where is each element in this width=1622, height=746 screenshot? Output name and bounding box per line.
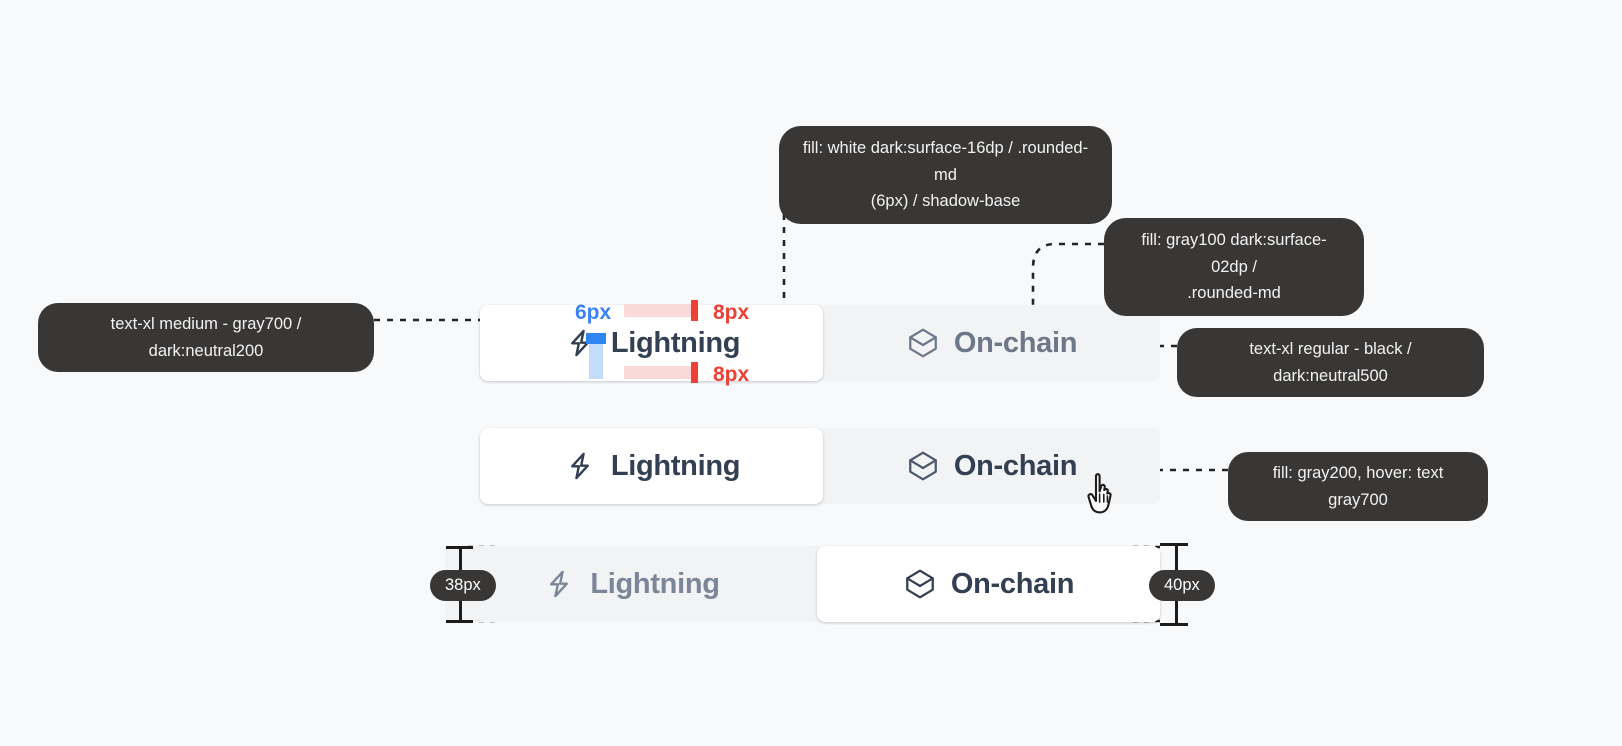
tab-lightning-label: Lightning xyxy=(610,326,741,359)
cube-icon xyxy=(906,326,940,360)
annotation-typography-inactive: text-xl regular - black / dark:neutral50… xyxy=(1177,328,1484,398)
tab-onchain[interactable]: On-chain xyxy=(823,305,1160,381)
padding-top-label: 8px xyxy=(713,301,750,324)
dim-right-bottom-tick xyxy=(1160,623,1188,626)
tab-group-sizing[interactable]: Lightning On-chain xyxy=(445,546,1160,622)
padding-top-bar xyxy=(624,304,697,317)
cube-icon xyxy=(903,567,937,601)
gap-bar xyxy=(589,337,603,379)
annotation-fill-gray100: fill: gray100 dark:surface-02dp / .round… xyxy=(1104,218,1364,317)
tab-lightning[interactable]: Lightning xyxy=(480,428,823,504)
tab-onchain-label: On-chain xyxy=(953,326,1078,359)
padding-top-cap xyxy=(691,300,698,321)
pointing-hand-cursor xyxy=(1087,473,1112,514)
annotation-fill-gray200: fill: gray200, hover: text gray700 xyxy=(1228,452,1488,522)
zap-icon xyxy=(563,326,597,360)
dim-left-bottom-tick xyxy=(446,620,473,623)
height-badge-left: 38px xyxy=(430,570,496,601)
tab-onchain[interactable]: On-chain xyxy=(817,546,1160,622)
gap-label: 6px xyxy=(575,301,612,324)
tab-onchain-label: On-chain xyxy=(950,567,1075,600)
padding-bottom-label: 8px xyxy=(713,363,750,386)
height-badge-right: 40px xyxy=(1149,570,1215,601)
zap-icon xyxy=(542,567,576,601)
tab-onchain[interactable]: On-chain xyxy=(823,428,1160,504)
tab-group-hover[interactable]: Lightning On-chain xyxy=(480,428,1160,504)
dim-left-top-tick xyxy=(446,546,473,549)
dim-right-top-tick xyxy=(1160,543,1188,546)
tab-lightning-label: Lightning xyxy=(590,567,720,600)
annotation-typography-active: text-xl medium - gray700 / dark:neutral2… xyxy=(38,303,374,373)
tab-onchain-label: On-chain xyxy=(953,449,1078,482)
tab-lightning-label: Lightning xyxy=(610,449,741,482)
zap-icon xyxy=(563,449,597,483)
cube-icon xyxy=(906,449,940,483)
padding-bottom-bar xyxy=(624,366,697,379)
tab-lightning[interactable]: Lightning xyxy=(445,546,817,622)
padding-bottom-cap xyxy=(691,362,698,383)
gap-cap xyxy=(586,333,606,344)
annotation-fill-white: fill: white dark:surface-16dp / .rounded… xyxy=(779,126,1112,225)
